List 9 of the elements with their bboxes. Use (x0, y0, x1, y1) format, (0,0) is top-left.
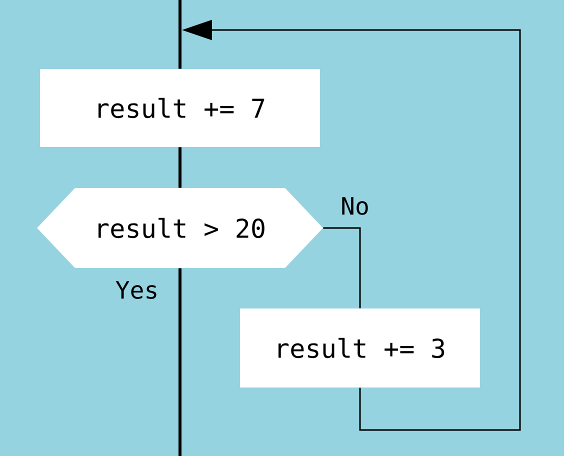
connector-line (178, 0, 182, 69)
edge-label: Yes (114, 280, 160, 300)
edge-label: No (340, 196, 370, 216)
decision-hexagon: result > 20 (37, 188, 323, 268)
connector-line (178, 147, 182, 188)
process-box: result += 7 (40, 69, 320, 147)
connector-line (178, 268, 182, 456)
process-box: result += 3 (240, 308, 480, 388)
connector-line (323, 227, 361, 308)
